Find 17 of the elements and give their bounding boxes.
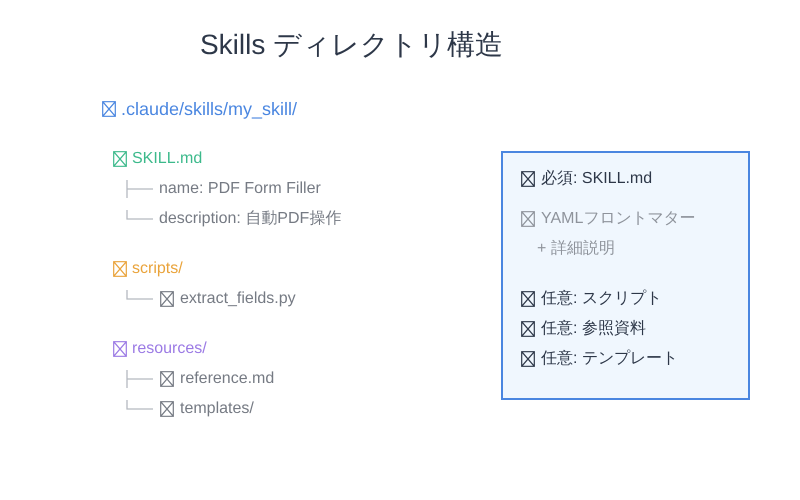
folder-name: scripts/ [132,259,183,279]
diagram-title: Skills ディレクトリ構造 [200,28,504,62]
metadata-field: description: 自動PDF操作 [159,209,342,229]
note-text: YAMLフロントマター [541,209,696,229]
folder-name: resources/ [132,339,207,359]
directory-path: .claude/skills/my_skill/ [121,99,298,119]
requirement-item: 任意: 参照資料 [541,319,646,339]
file-name: SKILL.md [132,149,202,169]
requirement-item: 必須: SKILL.md [541,169,652,189]
file-name: reference.md [180,369,274,389]
note-text: + 詳細説明 [537,239,615,259]
metadata-field: name: PDF Form Filler [159,179,321,199]
requirement-item: 任意: スクリプト [541,289,662,309]
summary-panel [501,151,750,400]
file-name: extract_fields.py [180,289,296,309]
folder-name: templates/ [180,399,254,419]
requirement-item: 任意: テンプレート [541,349,678,369]
